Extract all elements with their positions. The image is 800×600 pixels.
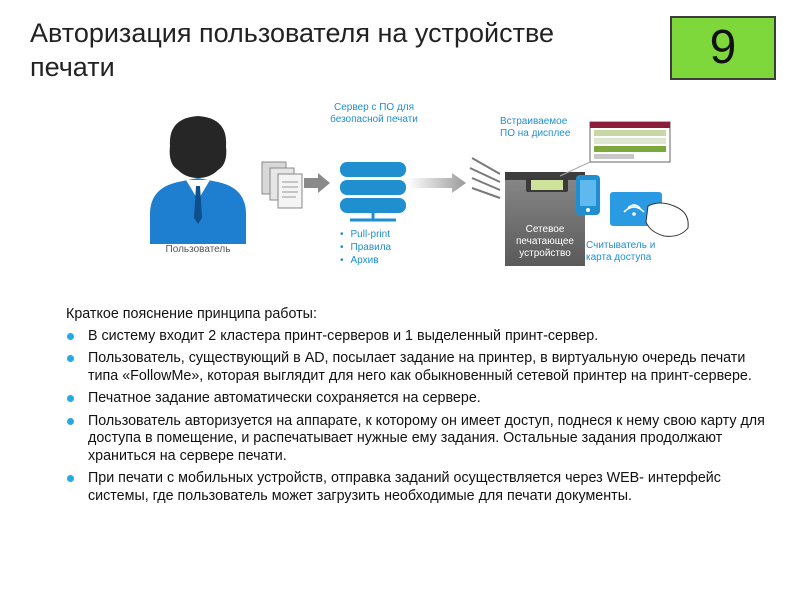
slide-number-badge: 9 (670, 16, 776, 80)
arrow-to-server (304, 173, 330, 193)
explanation-item: Пользователь, существующий в AD, посылае… (66, 350, 766, 385)
explanation-list: В систему входит 2 кластера принт-сервер… (66, 328, 766, 506)
embedded-software-label: Встраиваемое ПО на дисплее (500, 116, 580, 140)
access-card-icon (610, 192, 688, 236)
explanation-item: Печатное задание автоматически сохраняет… (66, 390, 766, 408)
user-icon (150, 116, 246, 244)
server-rule-item: Pull-print (340, 228, 391, 241)
server-icon (340, 162, 406, 220)
print-documents-icon (262, 162, 302, 208)
server-rule-item: Архив (340, 254, 391, 267)
signal-lines (470, 158, 500, 198)
device-label: Сетевое печатающее устройство (509, 224, 581, 260)
explanation-item: Пользователь авторизуется на аппарате, к… (66, 413, 766, 466)
explanation-block: Краткое пояснение принципа работы: В сис… (66, 306, 766, 510)
arrow-to-device (408, 173, 466, 193)
explanation-item: При печати с мобильных устройств, отправ… (66, 470, 766, 505)
reader-label: Считыватель и карта доступа (586, 240, 672, 264)
user-label: Пользователь (150, 244, 246, 256)
server-rules-list: Pull-print Правила Архив (340, 228, 391, 267)
server-label: Сервер с ПО для безопасной печати (326, 102, 422, 126)
slide-title: Авторизация пользователя на устройстве п… (30, 16, 630, 84)
server-rule-item: Правила (340, 241, 391, 254)
explanation-item: В систему входит 2 кластера принт-сервер… (66, 328, 766, 346)
card-reader-icon (576, 175, 600, 215)
workflow-diagram: Пользователь Сервер с ПО для безопасной … (0, 96, 800, 296)
explanation-intro: Краткое пояснение принципа работы: (66, 306, 766, 324)
